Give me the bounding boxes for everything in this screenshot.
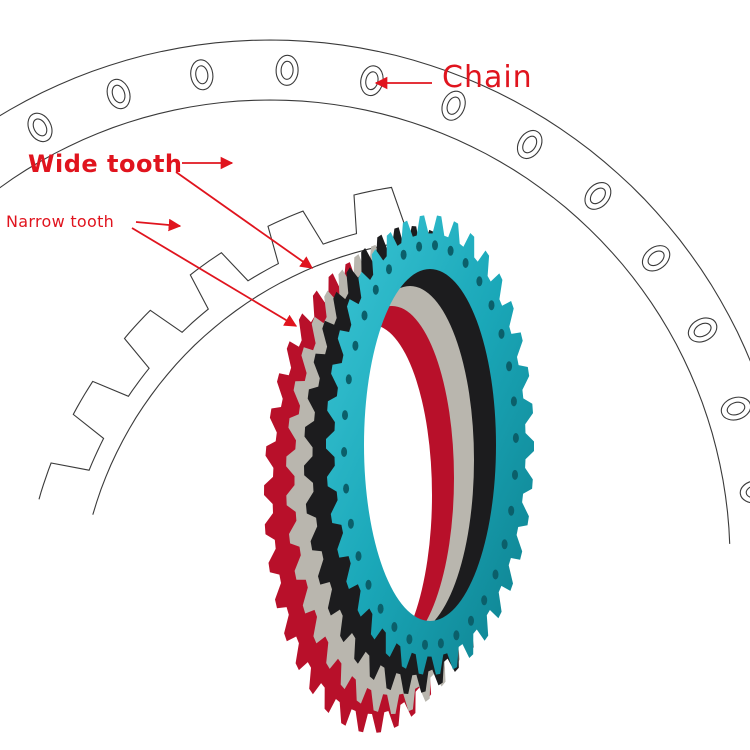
chain-roller [106,78,131,110]
chain-roller [641,245,671,272]
lightening-hole [386,264,392,275]
lightening-hole [391,622,398,632]
lightening-hole [512,469,518,480]
chain-pin [195,65,209,85]
chain-roller [27,112,53,143]
chain-pin [647,250,665,267]
teal-chainring [326,215,534,675]
lightening-hole [510,396,517,407]
lightening-hole [406,634,413,645]
lightening-hole [437,638,444,649]
lightening-hole [506,361,513,372]
lightening-hole [352,340,359,351]
lightening-hole [377,603,384,614]
lightening-hole [365,579,372,590]
tooth-profile-outline [38,186,405,500]
chain-roller [739,480,750,504]
narrow-tooth-arrow-1 [135,218,182,232]
chain-pin [589,187,606,205]
wide-tooth-label: Wide tooth [28,150,183,178]
lightening-hole [432,240,438,251]
chain-roller [720,396,750,421]
lightening-hole [422,639,428,650]
chain-pin [365,71,379,91]
lightening-hole [372,284,379,295]
lightening-hole [462,258,469,268]
lightening-hole [400,249,407,260]
chain-pin [280,60,294,80]
lightening-hole [488,300,495,311]
chain-pin [111,84,126,104]
chain-label: Chain [442,60,533,95]
lightening-hole [341,447,348,457]
lightening-hole [343,483,350,494]
chain-inner-edge [0,99,731,544]
narrow-tooth-arrow-2 [131,227,298,327]
chain-roller [360,65,384,97]
chain-roller [584,181,612,210]
chain-pin [726,401,746,416]
chain-outer-edge [0,39,750,362]
lightening-hole [355,551,362,562]
lightening-hole [492,569,499,580]
annotation-arrows [131,76,432,327]
narrow-tooth-label: Narrow tooth [6,212,115,231]
chain-pin [693,322,712,338]
chainring-stack-image [264,215,534,733]
chain-pin [745,485,750,499]
lightening-hole [512,433,519,443]
chain-roller [275,54,299,86]
chainring-bolt-holes [341,240,519,650]
chain-pin [522,135,538,154]
lightening-hole [501,539,508,550]
lightening-hole [416,241,423,252]
lightening-hole [498,328,505,339]
tooth-root-line [92,241,407,515]
wide-tooth-arrow-2 [175,171,314,269]
chain-roller [516,129,543,160]
lightening-hole [342,410,348,421]
chain-roller [687,317,718,343]
lightening-hole [481,595,488,606]
lightening-hole [476,276,483,287]
chain-pin [32,118,48,137]
lightening-hole [447,245,454,256]
tooth-profile-drawing [38,186,407,515]
lightening-hole [508,505,515,516]
lightening-hole [468,615,474,626]
lightening-hole [453,630,460,641]
bolt-hole [366,418,386,446]
chain-roller [190,59,214,91]
lightening-hole [361,310,368,321]
lightening-hole [345,374,352,385]
chain-roller [441,90,466,121]
chain-pin [446,96,461,115]
lightening-hole [347,518,354,529]
